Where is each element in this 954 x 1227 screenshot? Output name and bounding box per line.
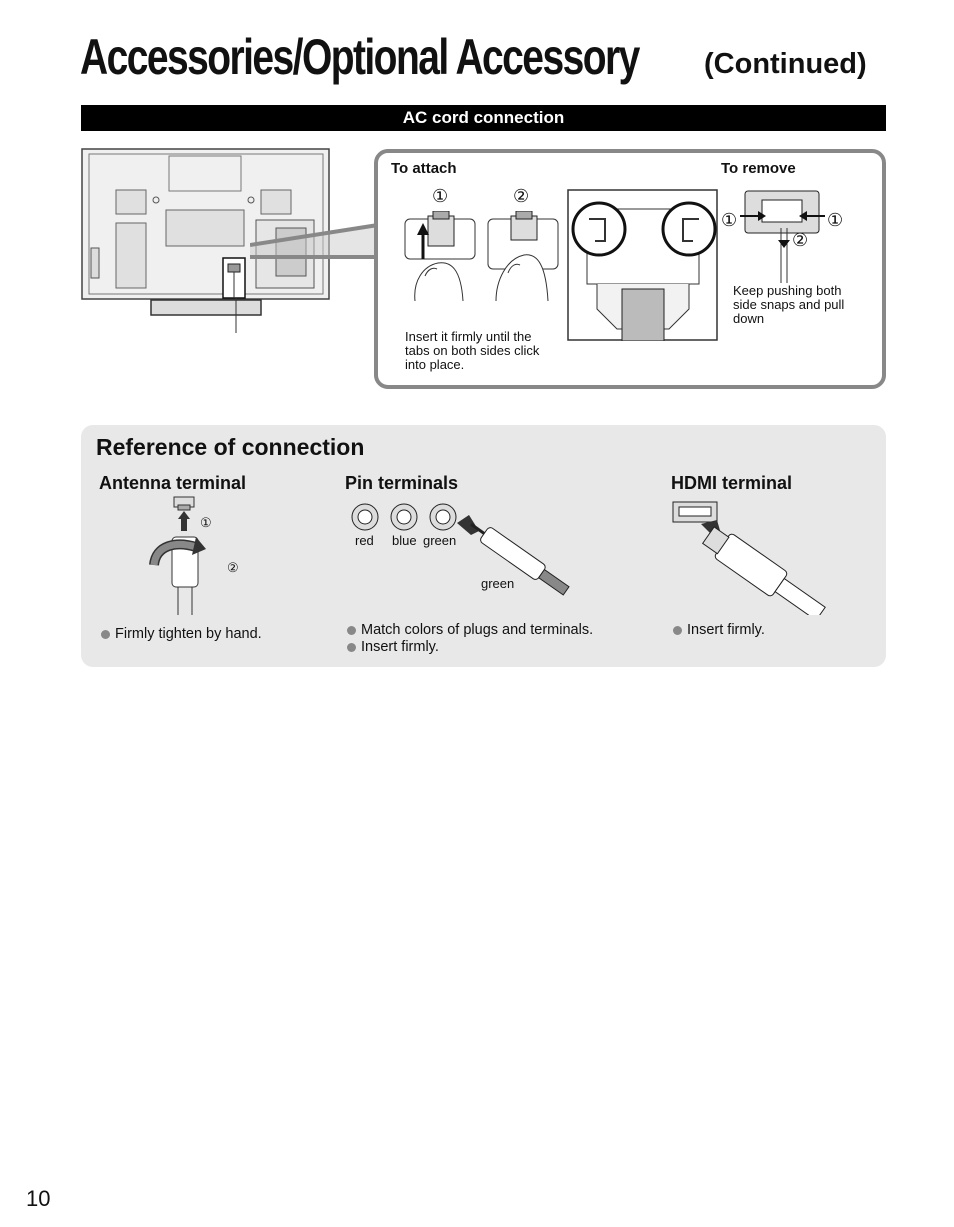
remove-step-2: ② (792, 230, 809, 250)
jack-label-green: green (423, 533, 457, 548)
section-header-ac-cord: AC cord connection (81, 105, 886, 131)
remove-instruction: Keep pushing both side snaps and pull do… (733, 283, 845, 326)
attach-step-2: ② (513, 186, 530, 206)
antenna-connector-illustration (149, 496, 206, 615)
hdmi-terminal-heading: HDMI terminal (671, 473, 793, 493)
pin-terminals-heading: Pin terminals (345, 473, 459, 493)
attach-step1-hand-illustration (404, 211, 476, 301)
pin-bullet-1: Match colors of plugs and terminals. (345, 622, 593, 639)
attach-instruction: Insert it firmly until the tabs on both … (405, 329, 540, 372)
tv-back-illustration (81, 148, 330, 333)
hdmi-bullet-1: Insert firmly. (671, 622, 765, 639)
page-number: 10 (26, 1186, 51, 1211)
to-attach-label: To attach (391, 160, 457, 177)
remove-step-1-right: ① (827, 210, 844, 230)
page-title: Accessories/Optional Accessory (80, 28, 796, 86)
antenna-step-2: ② (227, 560, 239, 575)
attach-step-1: ① (432, 186, 449, 206)
pin-bullet-2: Insert firmly. (345, 639, 439, 656)
to-remove-label: To remove (721, 160, 796, 177)
zoom-lines (250, 223, 379, 259)
remove-plug-illustration (740, 190, 825, 283)
antenna-step-1: ① (200, 515, 212, 530)
reference-title: Reference of connection (96, 434, 365, 460)
ac-cord-panel: To attach To remove ① ② ① ① ② (374, 149, 886, 389)
pin-terminals-illustration (351, 503, 570, 596)
page-title-continued: (Continued) (704, 48, 867, 80)
remove-step-1-left: ① (721, 210, 738, 230)
jack-label-red: red (355, 533, 374, 548)
plug-closeup-illustration (567, 189, 718, 341)
page-title-main: Accessories/Optional Accessory (80, 29, 640, 85)
attach-step2-hand-illustration (487, 211, 559, 301)
antenna-bullet-1: Firmly tighten by hand. (99, 626, 262, 643)
hdmi-plug-illustration (672, 501, 826, 615)
plug-label-green: green (481, 576, 515, 591)
reference-of-connection-panel: Reference of connection Antenna terminal… (81, 425, 886, 667)
jack-label-blue: blue (392, 533, 417, 548)
antenna-terminal-heading: Antenna terminal (99, 473, 247, 493)
